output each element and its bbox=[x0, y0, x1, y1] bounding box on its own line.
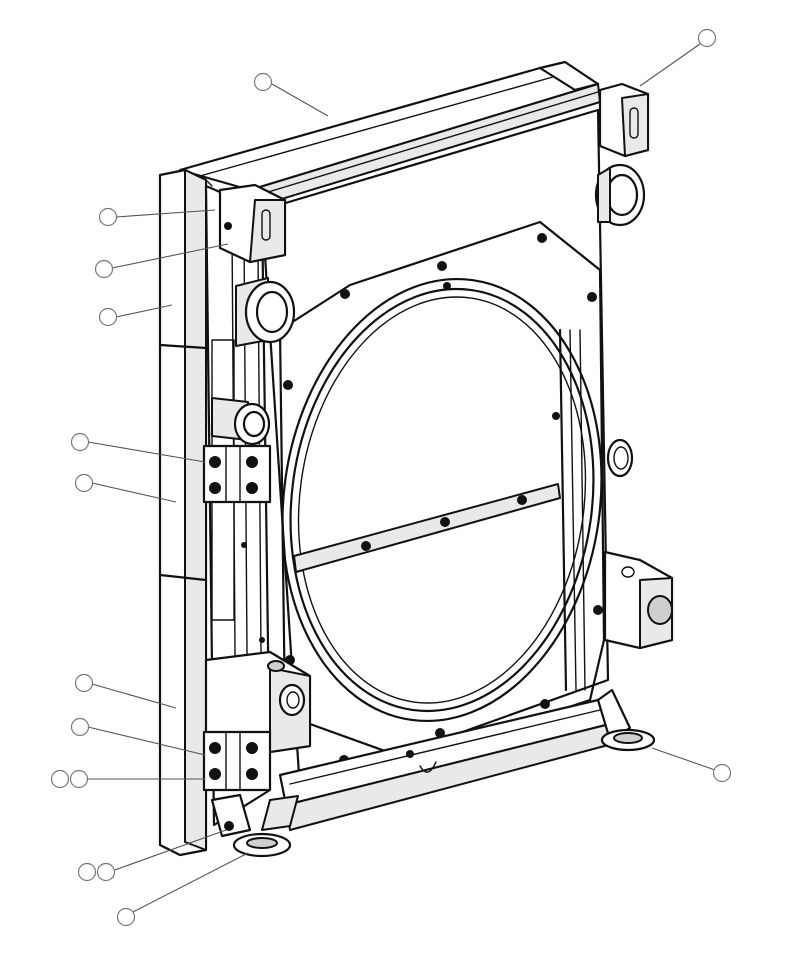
fan-ring bbox=[281, 277, 603, 723]
callout-bubble bbox=[98, 307, 118, 327]
callout-leaders bbox=[86, 43, 716, 913]
callout-bubble bbox=[70, 717, 90, 737]
callout-bubble bbox=[697, 28, 717, 48]
top-right-bracket bbox=[598, 82, 650, 158]
lower-clamp-block bbox=[202, 730, 272, 792]
callout-bubble bbox=[253, 72, 273, 92]
callout-bubble bbox=[69, 769, 89, 789]
core-face bbox=[260, 108, 610, 792]
callout-bubble bbox=[116, 907, 136, 927]
right-side-stub bbox=[606, 438, 634, 478]
right-mount-block bbox=[603, 550, 674, 650]
shroud-bolts bbox=[283, 233, 603, 765]
upper-left-pipe bbox=[235, 277, 296, 347]
left-side-tank bbox=[158, 168, 213, 857]
callout-bubble bbox=[77, 862, 97, 882]
upper-right-pipe bbox=[594, 163, 646, 227]
upper-left-bracket bbox=[218, 183, 287, 264]
callout-bubble bbox=[50, 769, 70, 789]
upper-clamp-block bbox=[202, 444, 272, 643]
callout-bubble bbox=[74, 673, 94, 693]
mid-left-pipe bbox=[211, 397, 271, 446]
callout-bubble bbox=[96, 862, 116, 882]
callout-bubbles bbox=[50, 28, 732, 927]
lower-outlet-block bbox=[204, 650, 312, 754]
callout-bubble bbox=[74, 473, 94, 493]
callout-bubble bbox=[98, 207, 118, 227]
callout-bubble bbox=[70, 432, 90, 452]
bottom-left-foot bbox=[210, 793, 299, 858]
bottom-right-foot bbox=[596, 688, 656, 752]
top-tank bbox=[178, 60, 601, 209]
fan-shroud-plate bbox=[278, 220, 606, 762]
callout-bubble bbox=[712, 763, 732, 783]
fan-cross-bar bbox=[293, 328, 586, 692]
callout-bubble bbox=[94, 259, 114, 279]
